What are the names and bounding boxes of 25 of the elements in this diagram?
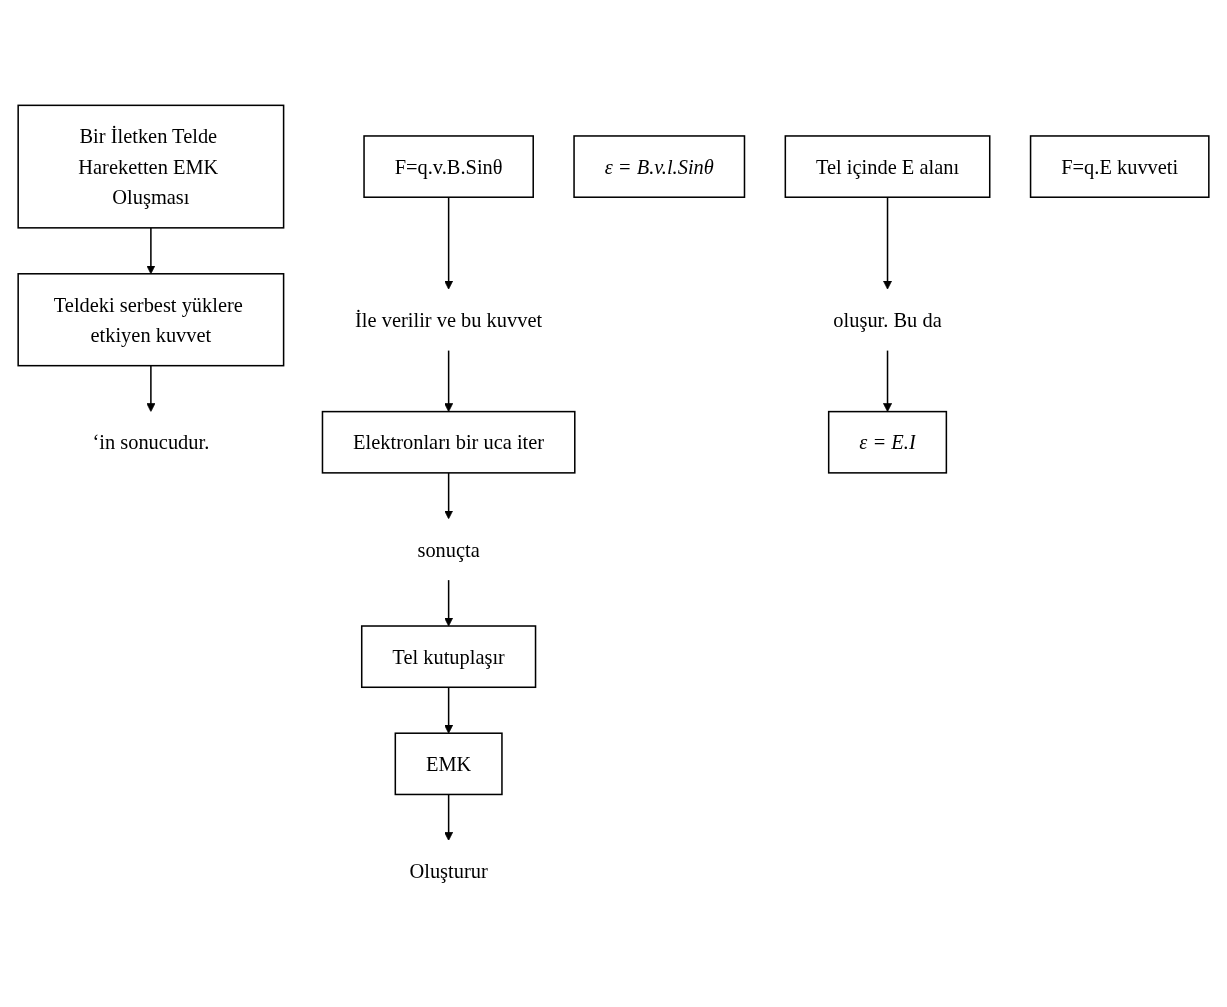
arrow [146,364,156,412]
node-box: Bir İletken Telde Hareketten EMK Oluşması [17,104,285,229]
node-box: ε = E.I [827,410,948,474]
node-text: sonuçta [417,538,480,561]
node-text: ‘in sonucudur. [92,431,210,454]
node-text: oluşur. Bu da [833,308,942,331]
node-text: İle verilir ve bu kuvvet [355,308,543,331]
arrow [444,793,454,841]
arrow [883,196,892,290]
arrow [444,686,454,734]
node-text: Oluşturur [409,859,488,883]
arrow [444,579,454,627]
node-box: Tel içinde E alanı [784,135,991,198]
node-box: Tel kutuplaşır [360,625,537,689]
arrow [444,349,454,412]
arrow [146,227,156,275]
node-box: Teldeki serbest yüklere etkiyen kuvvet [17,273,285,367]
node-box: Elektronları bir uca iter [321,410,576,474]
node-box: EMK [394,732,503,796]
node-box: F=q.E kuvveti [1029,135,1210,198]
node-box: ε = B.v.l.Sinθ [573,135,746,198]
arrow [883,349,892,412]
arrow [444,196,454,290]
arrow [444,472,454,520]
node-box: F=q.v.B.Sinθ [363,135,534,198]
